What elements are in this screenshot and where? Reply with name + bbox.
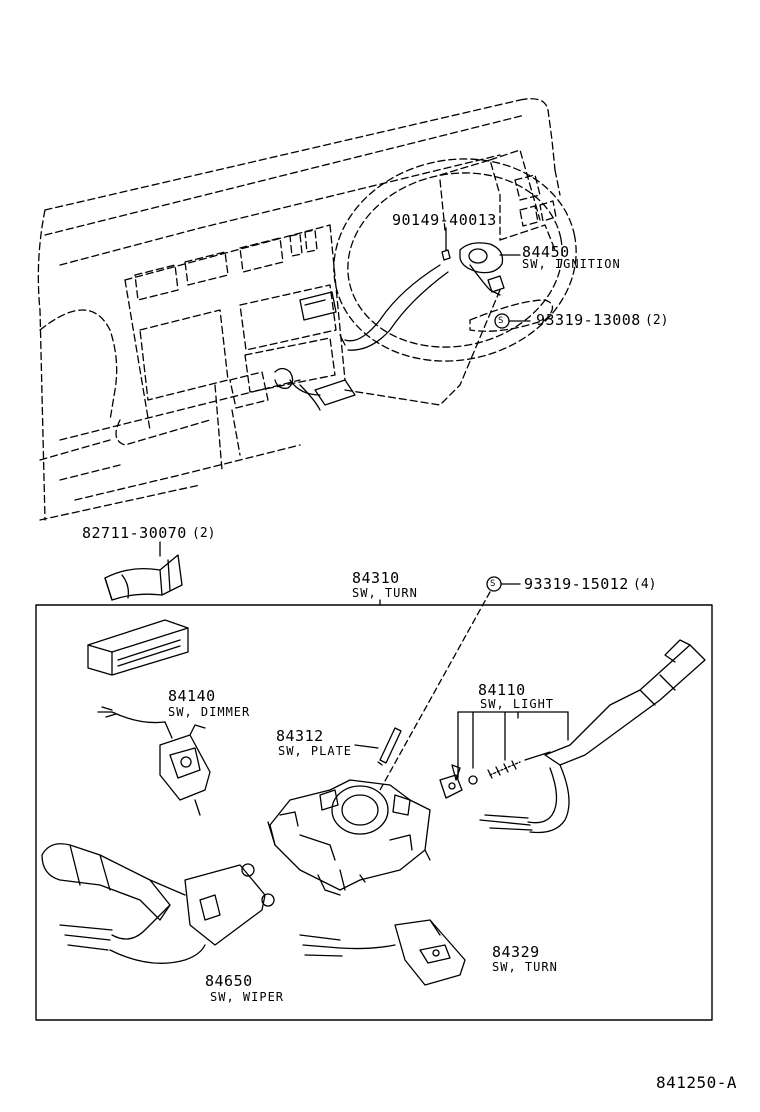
part-number-turn-assy: 84310 bbox=[352, 569, 400, 587]
wiper-switch bbox=[41, 843, 275, 964]
screw-marker-top-letter: S bbox=[498, 316, 504, 326]
part-qty-clamp: (2) bbox=[192, 526, 216, 541]
part-name-light: SW, LIGHT bbox=[480, 697, 555, 711]
turn-switch-sub bbox=[299, 919, 466, 986]
part-number-turn-sub: 84329 bbox=[492, 943, 540, 961]
ignition-harness bbox=[274, 264, 505, 411]
light-switch-bracket bbox=[457, 711, 569, 779]
dimmer-switch bbox=[97, 706, 211, 816]
connector-block bbox=[87, 619, 189, 676]
ignition-switch bbox=[441, 227, 521, 274]
light-switch-lever bbox=[479, 639, 706, 834]
part-qty-screw-top: (2) bbox=[645, 313, 669, 328]
drawing-code: 841250-A bbox=[656, 1073, 738, 1092]
screw-marker-mid bbox=[379, 576, 521, 791]
part-number-bolt: 90149-40013 bbox=[392, 211, 497, 229]
plate-leader bbox=[354, 744, 379, 749]
assembly-frame bbox=[35, 604, 713, 1021]
part-name-turn-assy: SW, TURN bbox=[352, 586, 418, 600]
combination-switch-body bbox=[267, 779, 431, 896]
part-name-ignition: SW, IGNITION bbox=[522, 257, 621, 271]
part-number-screw-mid: 93319-15012 bbox=[524, 575, 629, 593]
part-number-ignition: 84450 bbox=[522, 243, 570, 261]
part-number-plate: 84312 bbox=[276, 727, 324, 745]
part-name-plate: SW, PLATE bbox=[278, 744, 353, 758]
part-qty-screw-mid: (4) bbox=[633, 577, 657, 592]
part-name-turn-sub: SW, TURN bbox=[492, 960, 558, 974]
part-number-screw-top: 93319-13008 bbox=[536, 311, 641, 329]
clamp-part bbox=[104, 554, 183, 601]
dashboard-outline bbox=[37, 98, 577, 521]
screw-marker-mid-letter: S bbox=[490, 579, 496, 589]
part-number-dimmer: 84140 bbox=[168, 687, 216, 705]
plate-switch bbox=[377, 727, 402, 766]
part-name-dimmer: SW, DIMMER bbox=[168, 705, 251, 719]
part-number-clamp: 82711-30070 bbox=[82, 524, 187, 542]
part-name-wiper: SW, WIPER bbox=[210, 990, 285, 1004]
part-number-light: 84110 bbox=[478, 681, 526, 699]
light-switch-parts bbox=[439, 760, 521, 799]
part-number-wiper: 84650 bbox=[205, 972, 253, 990]
screw-marker-top bbox=[494, 313, 531, 329]
